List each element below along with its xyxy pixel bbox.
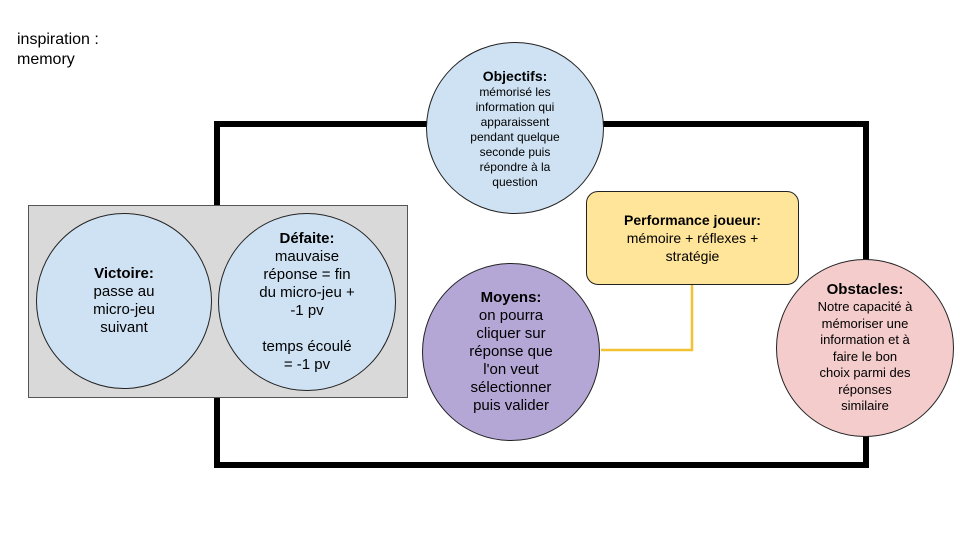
obstacles-node: Obstacles: Notre capacité à mémoriser un… xyxy=(776,259,954,437)
defaite-node: Défaite: mauvaise réponse = fin du micro… xyxy=(218,213,396,391)
connector-line xyxy=(601,285,694,352)
objectifs-node: Objectifs: mémorisé les information qui … xyxy=(426,42,604,214)
objectifs-title: Objectifs: xyxy=(482,67,548,84)
moyens-title: Moyens: xyxy=(480,289,542,306)
objectifs-text: mémorisé les information qui apparaissen… xyxy=(470,84,560,189)
obstacles-text: Notre capacité à mémoriser une informati… xyxy=(817,299,913,414)
inspiration-value: memory xyxy=(17,51,75,68)
victoire-node: Victoire: passe au micro-jeu suivant xyxy=(36,213,212,389)
moyens-text: on pourra cliquer sur réponse que l'on v… xyxy=(469,307,553,414)
victoire-text: passe au micro-jeu suivant xyxy=(93,283,155,336)
defaite-title: Défaite: xyxy=(279,230,335,247)
inspiration-label: inspiration : xyxy=(17,31,99,48)
inspiration-note: inspiration : memory xyxy=(17,30,99,70)
performance-box: Performance joueur: mémoire + réflexes +… xyxy=(586,191,799,285)
moyens-node: Moyens: on pourra cliquer sur réponse qu… xyxy=(422,263,600,441)
performance-text: mémoire + réflexes + stratégie xyxy=(626,230,759,264)
performance-title: Performance joueur: xyxy=(624,212,761,228)
defaite-text: mauvaise réponse = fin du micro-jeu + -1… xyxy=(259,248,355,373)
victoire-title: Victoire: xyxy=(94,265,154,282)
obstacles-title: Obstacles: xyxy=(826,281,904,299)
